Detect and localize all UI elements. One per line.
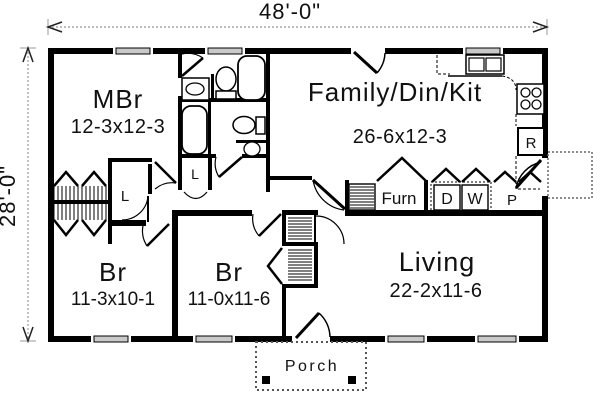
br2-door [252, 213, 282, 237]
room-labels: MBr 12-3x12-3 Family/Din/Kit 26-6x12-3 B… [71, 77, 482, 310]
window-top-2 [205, 47, 245, 55]
stove [516, 83, 545, 115]
window-bottom-3 [385, 335, 427, 343]
family-name: Family/Din/Kit [308, 77, 482, 107]
coat-closet-door [315, 215, 345, 245]
porch-post-right [348, 376, 356, 384]
window-top-1 [113, 47, 153, 55]
laundry-box [430, 181, 492, 213]
washer-label: W [467, 191, 483, 208]
dryer-label: D [441, 191, 453, 208]
side-stoop [547, 151, 593, 199]
br1-size: 11-3x10-1 [71, 289, 155, 310]
br2-name: Br [215, 257, 243, 287]
family-corridor-door [311, 178, 347, 211]
window-bottom-1 [91, 335, 131, 343]
kitchen-sink [465, 54, 505, 75]
bathtub-2 [181, 105, 208, 155]
height-dimension-label: 28'-0" [0, 165, 20, 227]
bathtub-1 [237, 55, 266, 101]
family-size: 26-6x12-3 [353, 126, 448, 148]
bath-linen-label: L [191, 166, 199, 182]
porch-label: Porch [285, 358, 339, 375]
hall-closet-door [121, 195, 149, 222]
closet-hatching [53, 183, 376, 281]
windows [91, 47, 519, 343]
living-size: 22-2x11-6 [389, 280, 482, 302]
window-top-kitchen [463, 47, 503, 55]
hall-linen-label: L [121, 188, 129, 205]
mbr-door [154, 161, 177, 190]
door-swings [121, 50, 543, 340]
porch-post-left [262, 376, 270, 384]
living-name: Living [399, 247, 476, 277]
br1-name: Br [99, 257, 127, 287]
toilet-1 [215, 66, 237, 100]
refrigerator-label: R [526, 135, 537, 152]
br1-door [141, 221, 170, 247]
porch: Porch [255, 341, 367, 391]
front-door [294, 311, 331, 340]
sink-2 [236, 140, 270, 157]
mbr-name: MBr [93, 84, 144, 114]
dryer-box [433, 184, 461, 211]
width-dimension-label: 48'-0" [259, 0, 321, 24]
window-bottom-4 [475, 335, 519, 343]
rear-door [352, 50, 386, 75]
pantry-label: P [507, 192, 517, 209]
left-dimension: 28'-0" [0, 45, 36, 344]
washer-box [461, 184, 489, 211]
sink-1 [181, 77, 210, 101]
bath-fixtures [181, 55, 270, 157]
bath-linen-door [183, 191, 208, 200]
bath2-door [214, 156, 243, 178]
mbr-size: 12-3x12-3 [71, 116, 166, 138]
side-door [514, 159, 543, 189]
furnace-label: Furn [382, 189, 417, 208]
bifold-doors [53, 156, 542, 285]
refrigerator: R [517, 127, 545, 156]
utility-row: Furn D W P [382, 181, 517, 213]
window-bottom-2 [193, 335, 235, 343]
toilet-2 [232, 115, 266, 135]
kitchen: R [436, 54, 545, 190]
top-dimension: 48'-0" [45, 0, 550, 35]
exterior-door-openings [292, 47, 549, 343]
br2-size: 11-0x11-6 [188, 289, 271, 310]
bath1-door [181, 52, 204, 77]
interior-walls [48, 54, 543, 336]
